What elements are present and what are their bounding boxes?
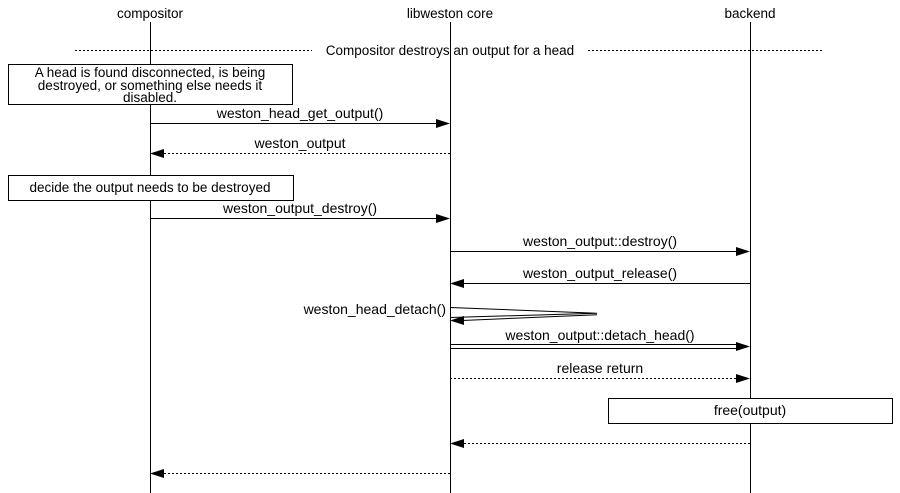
msg-release-return-arrowhead (736, 374, 750, 383)
return-backend-libweston-arrowhead (450, 439, 464, 448)
note-box-decide (8, 175, 294, 201)
note-disconnected-line2: destroyed, or something else needs it (38, 78, 263, 93)
msg-head-detach-arrowhead (450, 316, 464, 325)
action-box-free-output-label: free(output) (714, 402, 786, 418)
msg-detach-head-label: weston_output::detach_head() (504, 327, 694, 343)
msg-output-destroy-vfunc-arrowhead (736, 247, 750, 256)
participant-label-backend: backend (724, 6, 775, 21)
msg-release-return-label: release return (557, 360, 643, 376)
participant-label-compositor: compositor (117, 6, 184, 21)
participant-label-libweston-core: libweston core (407, 6, 493, 21)
msg-output-destroy-vfunc-label: weston_output::destroy() (522, 233, 677, 249)
divider-label: Compositor destroys an output for a head (326, 43, 574, 58)
msg-weston-output-arrowhead (150, 149, 164, 158)
msg-head-detach-label: weston_head_detach() (303, 301, 446, 317)
note-disconnected-line3: disabled. (123, 90, 177, 105)
msg-output-destroy-arrowhead (436, 214, 450, 223)
msg-weston-output-label: weston_output (253, 135, 345, 151)
msg-output-release-label: weston_output_release() (522, 265, 677, 281)
msg-output-destroy-label: weston_output_destroy() (222, 200, 377, 216)
note-box-disconnected (8, 64, 293, 105)
msg-head-get-output-label: weston_head_get_output() (216, 105, 384, 121)
return-libweston-compositor-arrowhead (150, 469, 164, 478)
note-decide-label: decide the output needs to be destroyed (30, 180, 271, 195)
msg-head-get-output-arrowhead (436, 119, 450, 128)
msg-detach-head-arrowhead (736, 342, 750, 351)
msg-head-detach-loop (449, 307, 598, 318)
msg-output-release-arrowhead (450, 279, 464, 288)
action-box-free-output (608, 398, 893, 424)
msg-head-detach-return-line (461, 314, 598, 321)
note-disconnected-line1: A head is found disconnected, is being (35, 65, 265, 80)
